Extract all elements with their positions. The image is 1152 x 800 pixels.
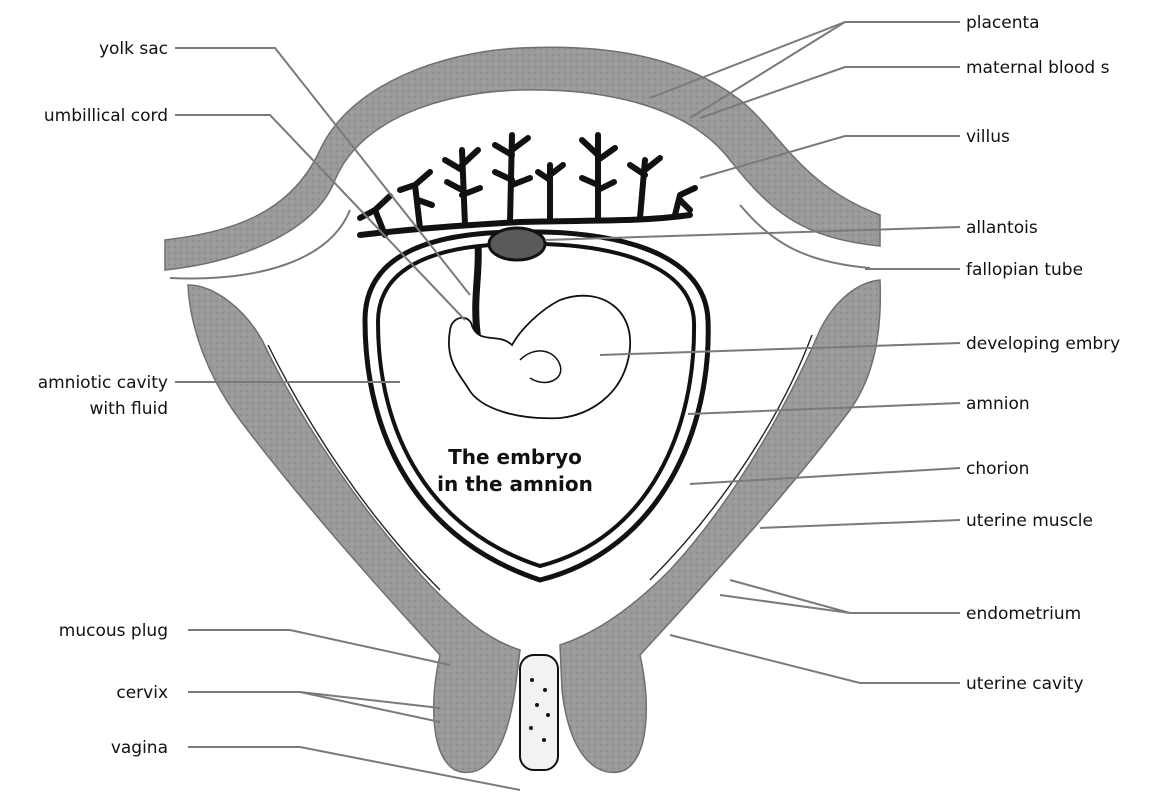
label-mucous-plug: mucous plug [59, 621, 168, 641]
label-amniotic-cavity-2: with fluid [90, 399, 168, 419]
label-endometrium: endometrium [966, 604, 1081, 624]
label-maternal-blood: maternal blood s [966, 58, 1110, 78]
label-uterine-muscle: uterine muscle [966, 511, 1093, 531]
label-uterine-cavity: uterine cavity [966, 674, 1084, 694]
umbilical-cord [476, 245, 479, 340]
label-fallopian-tube: fallopian tube [966, 260, 1083, 280]
allantois [489, 228, 545, 260]
label-placenta: placenta [966, 13, 1040, 33]
label-cervix: cervix [116, 683, 168, 703]
mucous-plug [520, 655, 558, 770]
caption-line-2: in the amnion [437, 472, 593, 496]
label-chorion: chorion [966, 459, 1029, 479]
label-amniotic-cavity-1: amniotic cavity [38, 373, 168, 393]
label-developing-embryo: developing embry [966, 334, 1120, 354]
label-umbilical-cord: umbillical cord [44, 106, 168, 126]
label-yolk-sac: yolk sac [99, 39, 168, 59]
label-villus: villus [966, 127, 1010, 147]
label-allantois: allantois [966, 218, 1038, 238]
label-vagina: vagina [111, 738, 168, 758]
caption-line-1: The embryo [448, 445, 582, 469]
label-amnion: amnion [966, 394, 1030, 414]
